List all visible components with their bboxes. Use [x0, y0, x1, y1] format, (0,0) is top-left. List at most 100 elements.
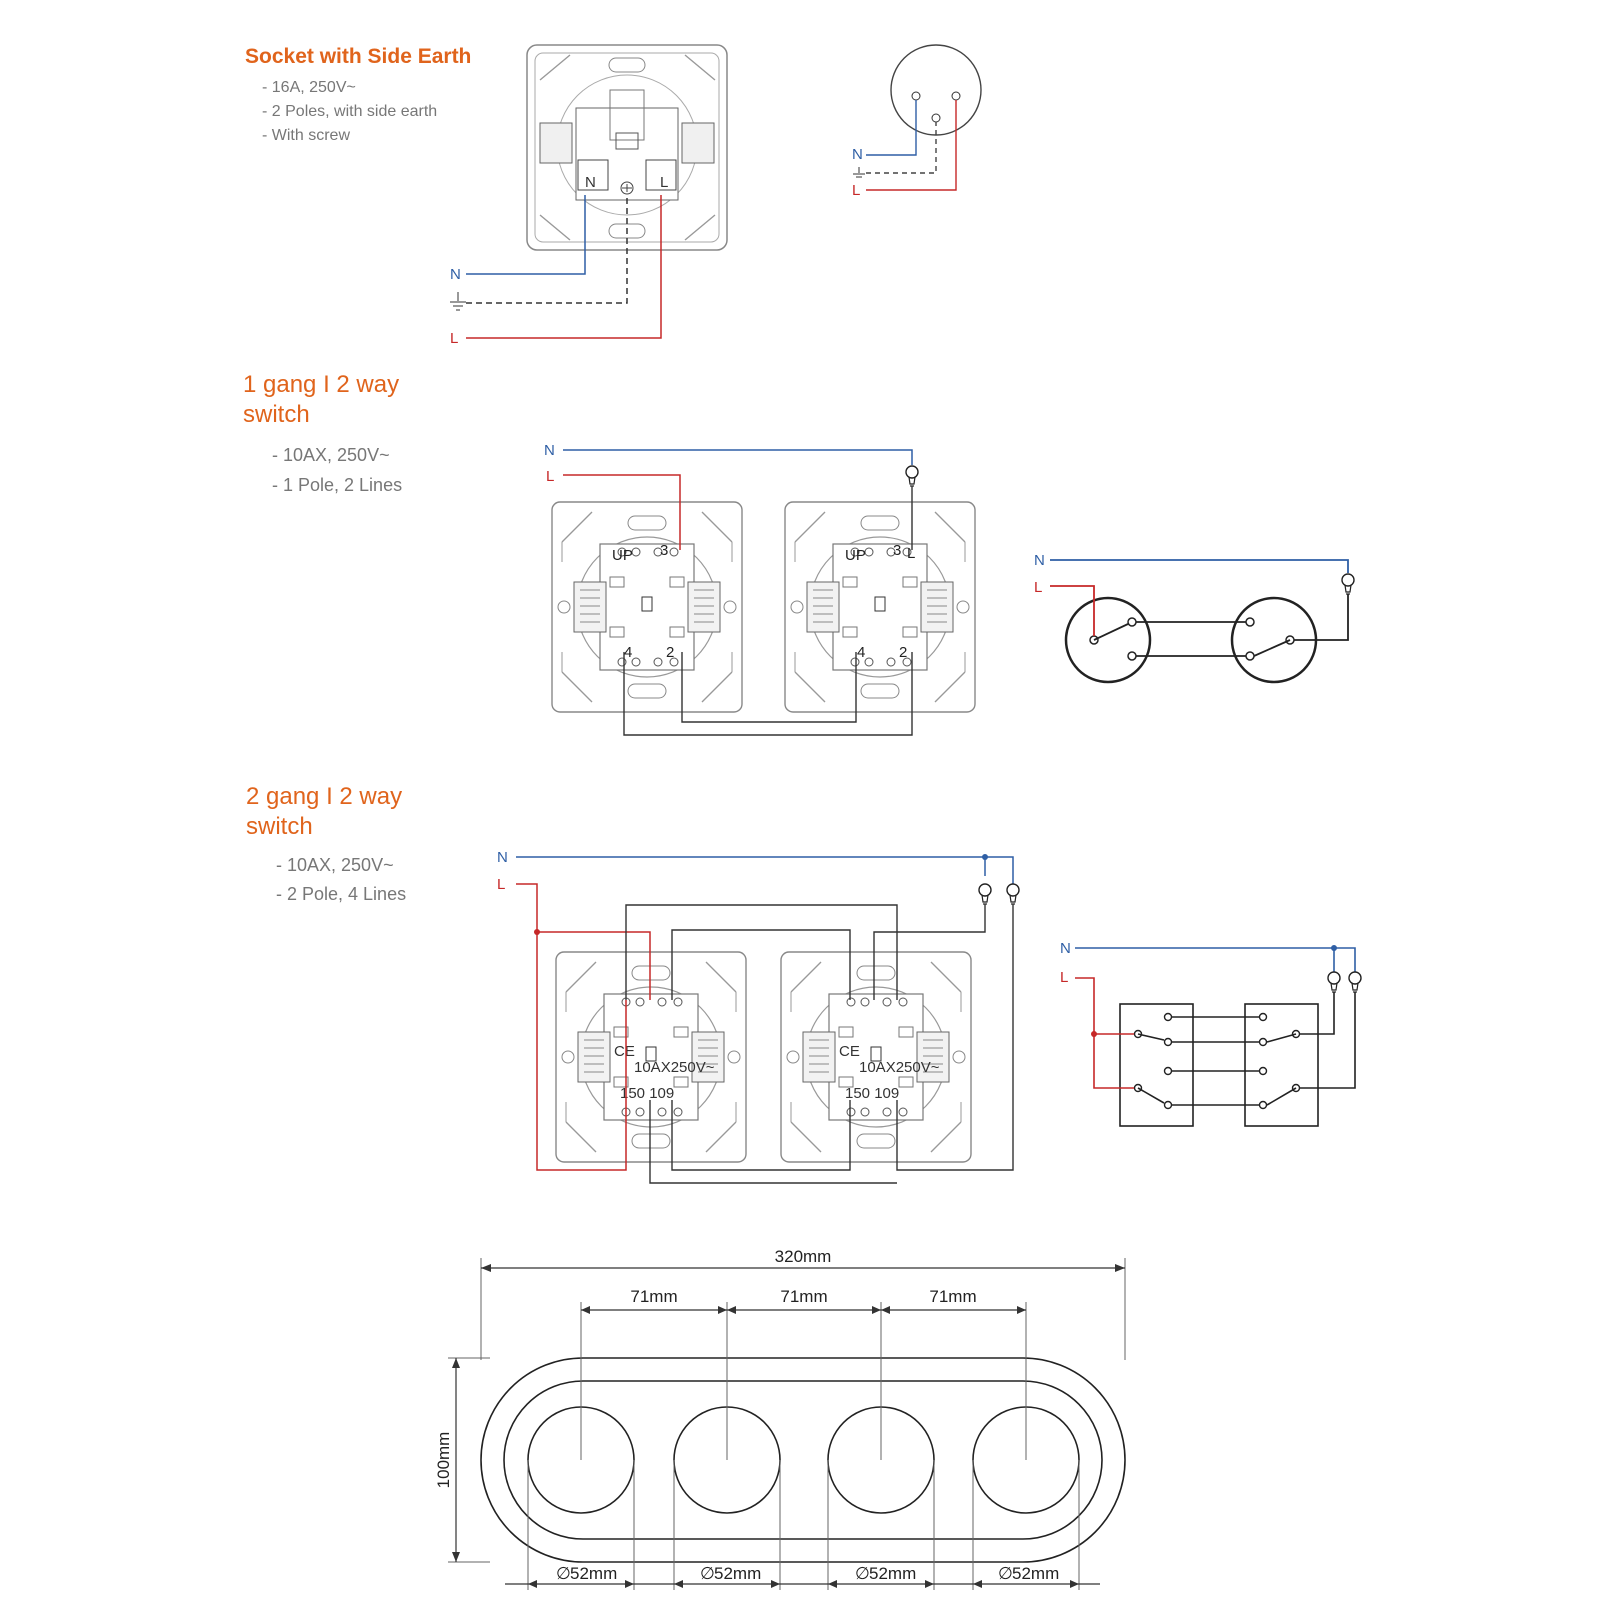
diameter-symbol-icon: ∅ [998, 1564, 1013, 1583]
frame-outer-outline [480, 1357, 1126, 1563]
diameter-value-2: 52mm [714, 1564, 761, 1583]
two-gang-n-label: N [497, 849, 508, 866]
two-gang-schematic-l-label: L [1060, 969, 1068, 986]
one-gang-schematic-l-label: L [1034, 579, 1042, 596]
two-gang-schematic: N L [1060, 940, 1362, 1127]
diameter-label-3: ∅ 52mm [855, 1564, 916, 1583]
one-gang-right-up-label: UP [845, 547, 866, 564]
diameter-symbol-icon: ∅ [855, 1564, 870, 1583]
one-gang-left-terminal-3: 3 [660, 542, 668, 559]
one-gang-schematic: N L [1034, 552, 1355, 684]
two-gang-title: 2 gang I 2 way switch [246, 782, 402, 842]
socket-n-label: N [450, 266, 461, 283]
diameter-value-1: 52mm [570, 1564, 617, 1583]
one-gang-left-terminal-2: 2 [666, 644, 674, 661]
two-gang-lamp-2-icon [1006, 883, 1020, 905]
one-gang-traveller-wire-2 [681, 652, 857, 723]
one-gang-schematic-n-label: N [1034, 552, 1045, 569]
two-gang-lamp-2-wire [896, 904, 1014, 1171]
two-gang-title-line1: 2 gang I 2 way [246, 783, 403, 810]
socket-specs: - 16A, 250V~ - 2 Poles, with side earth … [262, 76, 437, 148]
socket-inner-l-label: L [660, 174, 668, 191]
diameter-label-1: ∅ 52mm [556, 1564, 617, 1583]
one-gang-switch-module-left [551, 501, 743, 713]
socket-live-wire [466, 195, 662, 339]
one-gang-right-terminal-2: 2 [899, 644, 907, 661]
one-gang-schematic-live-wire [1050, 585, 1095, 636]
two-gang-traveller-wire-4 [649, 1100, 897, 1184]
height-label: 100mm [434, 1432, 453, 1489]
diameter-value-3: 52mm [869, 1564, 916, 1583]
one-gang-n-label: N [544, 442, 555, 459]
one-gang-right-terminal-3: 3 [893, 542, 901, 559]
one-gang-right-l-label: L [907, 545, 915, 562]
socket-schematic-neutral-wire [866, 100, 917, 156]
one-gang-live-wire [563, 474, 681, 550]
one-gang-title-line1: 1 gang I 2 way [243, 371, 400, 398]
diameter-label-4: ∅ 52mm [998, 1564, 1059, 1583]
two-gang-spec-rating: - 10AX, 250V~ [276, 855, 394, 875]
diameter-symbol-icon: ∅ [556, 1564, 571, 1583]
socket-spec-poles: - 2 Poles, with side earth [262, 103, 438, 120]
socket-schematic-l-label: L [852, 182, 860, 199]
two-gang-lamp-1-icon [978, 883, 992, 905]
two-gang-left-code-print: 150 109 [620, 1085, 674, 1102]
two-gang-schematic-lamp-2-icon [1348, 971, 1362, 993]
socket-spec-rating: - 16A, 250V~ [262, 79, 356, 96]
two-gang-traveller-wire-1 [625, 904, 898, 1000]
diameter-label-2: ∅ 52mm [700, 1564, 761, 1583]
one-gang-right-terminal-4: 4 [857, 644, 865, 661]
two-gang-lamp-1-wire [873, 904, 986, 1000]
spacing-label-3: 71mm [929, 1287, 976, 1306]
socket-title: Socket with Side Earth [245, 45, 472, 68]
socket-drawing: N L [526, 44, 728, 251]
two-gang-schematic-n-label: N [1060, 940, 1071, 957]
one-gang-lamp-icon [905, 465, 919, 487]
one-gang-schematic-lamp-icon [1341, 573, 1355, 595]
two-gang-right-code-print: 150 109 [845, 1085, 899, 1102]
one-gang-traveller-wire-1 [623, 652, 913, 736]
diameter-value-4: 52mm [1012, 1564, 1059, 1583]
two-gang-live-wire [516, 883, 627, 1171]
two-gang-switch-module-left [555, 951, 747, 1163]
socket-neutral-wire [466, 195, 586, 275]
socket-spec-screw: - With screw [262, 127, 350, 144]
two-gang-switch-module-right [780, 951, 972, 1163]
two-gang-schematic-neutral-wire [1075, 947, 1356, 972]
total-width-label: 320mm [775, 1247, 832, 1266]
two-gang-spec-poles: - 2 Pole, 4 Lines [276, 884, 407, 904]
socket-schematic-live-wire [866, 100, 957, 191]
one-gang-spec-rating: - 10AX, 250V~ [272, 445, 390, 465]
diameter-symbol-icon: ∅ [700, 1564, 715, 1583]
frame-dimension-drawing: 320mm 71mm 71mm 71mm 100mm ∅ 52mm ∅ 52mm… [434, 1247, 1126, 1590]
frame-inner-outline [503, 1380, 1103, 1540]
one-gang-title-line2: switch [243, 401, 310, 428]
socket-inner-n-label: N [585, 174, 596, 191]
two-gang-traveller-wire-2 [671, 929, 851, 1000]
two-gang-right-ce-mark: CE [839, 1043, 860, 1060]
socket-l-label: L [450, 330, 458, 347]
one-gang-neutral-wire [563, 449, 913, 465]
two-gang-right-rating-print: 10AX250V~ [859, 1059, 940, 1076]
one-gang-spec-poles: - 1 Pole, 2 Lines [272, 475, 403, 495]
two-gang-left-ce-mark: CE [614, 1043, 635, 1060]
two-gang-l-label: L [497, 876, 505, 893]
one-gang-schematic-traveller-wires [1136, 621, 1246, 657]
two-gang-schematic-live-wire [1075, 977, 1134, 1089]
two-gang-left-rating-print: 10AX250V~ [634, 1059, 715, 1076]
two-gang-specs: - 10AX, 250V~ - 2 Pole, 4 Lines [276, 851, 406, 909]
one-gang-schematic-neutral-wire [1050, 559, 1349, 573]
one-gang-l-label: L [546, 468, 554, 485]
socket-schematic-earth-icon [853, 167, 865, 178]
two-gang-traveller-wire-3 [671, 1100, 851, 1171]
socket-schematic-earth-wire [866, 122, 937, 174]
two-gang-title-line2: switch [246, 813, 313, 840]
one-gang-left-terminal-4: 4 [624, 644, 632, 661]
spacing-label-1: 71mm [630, 1287, 677, 1306]
socket-schematic: N L [852, 44, 982, 199]
two-gang-neutral-wire [516, 856, 1014, 885]
one-gang-switch-module-right [784, 501, 976, 713]
one-gang-specs: - 10AX, 250V~ - 1 Pole, 2 Lines [272, 440, 402, 500]
one-gang-title: 1 gang I 2 way switch [243, 370, 399, 430]
